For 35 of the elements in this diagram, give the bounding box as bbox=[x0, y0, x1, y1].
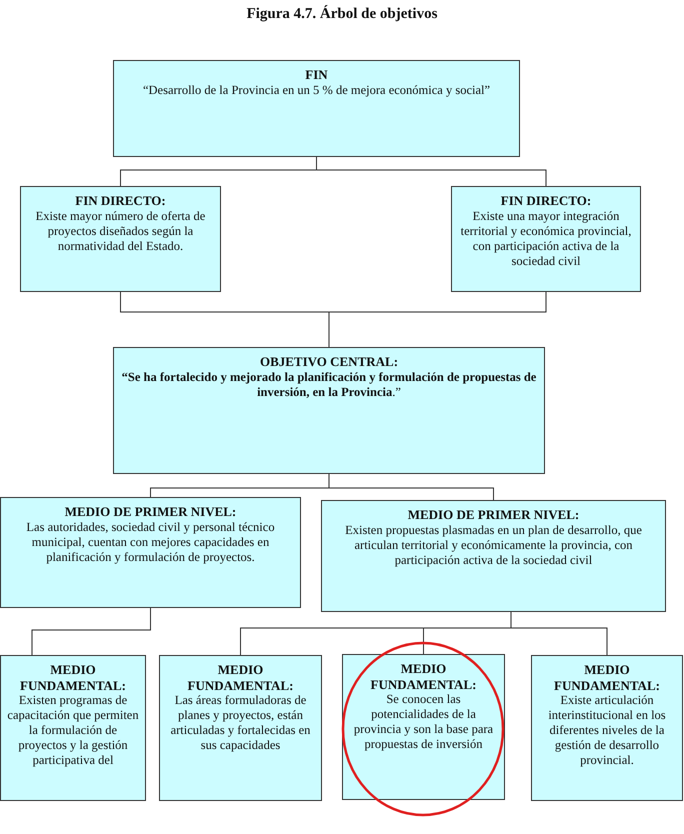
connector-line bbox=[328, 292, 546, 348]
box-text: “Desarrollo de la Provincia en un 5 % de mejora económica y social” bbox=[142, 82, 490, 98]
box-heading: MEDIO DE PRIMER NIVEL: bbox=[64, 504, 236, 520]
connector-line bbox=[32, 608, 151, 656]
box-heading: FIN DIRECTO: bbox=[500, 193, 592, 209]
box-heading: MEDIO FUNDAMENTAL: bbox=[186, 662, 294, 694]
objective-box bbox=[113, 60, 520, 157]
box-heading: MEDIO FUNDAMENTAL: bbox=[553, 662, 661, 694]
box-heading: MEDIO FUNDAMENTAL: bbox=[19, 662, 127, 694]
box-heading: FIN DIRECTO: bbox=[75, 193, 166, 209]
box-text: Existe mayor número de oferta de proyectos diseñados según la normatividad del Estado. bbox=[34, 208, 206, 254]
objective-box bbox=[0, 497, 301, 608]
box-text: “Se ha fortalecido y mejorado la planificación y formulación de propuestas de inversión, en la Provincia.” bbox=[120, 370, 538, 400]
connector-line bbox=[328, 474, 494, 500]
objective-box bbox=[159, 655, 322, 801]
objective-box bbox=[531, 655, 683, 801]
box-text: Las áreas formuladoras de planes y proyectos, están articuladas y fortalecidas en sus capacidades bbox=[170, 693, 312, 754]
box-heading: MEDIO FUNDAMENTAL: bbox=[370, 661, 478, 692]
objective-box bbox=[321, 500, 666, 612]
box-text: Existe una mayor integración territorial y económica provincial, con participación activa de la sociedad civil bbox=[460, 208, 632, 269]
objective-box bbox=[0, 655, 146, 801]
box-text: Existen programas de capacitación que permiten la formulación de proyectos y la gestión participativa del bbox=[6, 693, 140, 768]
box-text: Las autoridades, sociedad civil y personal técnico municipal, cuentan con mejores capacidades en planificación y formulación de proyectos. bbox=[25, 520, 276, 565]
box-heading: MEDIO DE PRIMER NIVEL: bbox=[408, 507, 580, 523]
objective-box bbox=[113, 347, 545, 474]
objective-box bbox=[342, 654, 505, 800]
box-heading: OBJETIVO CENTRAL: bbox=[260, 354, 398, 370]
box-text: Existen propuestas plasmadas en un plan de desarrollo, que articulan territorial y económicamente la provincia, con participación activa de la sociedad civil bbox=[344, 522, 643, 568]
connector-line bbox=[316, 156, 546, 186]
objective-box bbox=[451, 186, 641, 292]
figure-title: Figura 4.7. Árbol de objetivos bbox=[246, 6, 438, 23]
box-text: Existe articulación interinstitucional en los diferentes niveles de la gestión de desarrollo provincial. bbox=[547, 693, 667, 768]
objective-box bbox=[20, 186, 221, 292]
box-heading: FIN bbox=[305, 67, 328, 83]
box-text: Se conocen las potencialidades de la provincia y son la base para propuestas de inversión bbox=[352, 692, 494, 752]
